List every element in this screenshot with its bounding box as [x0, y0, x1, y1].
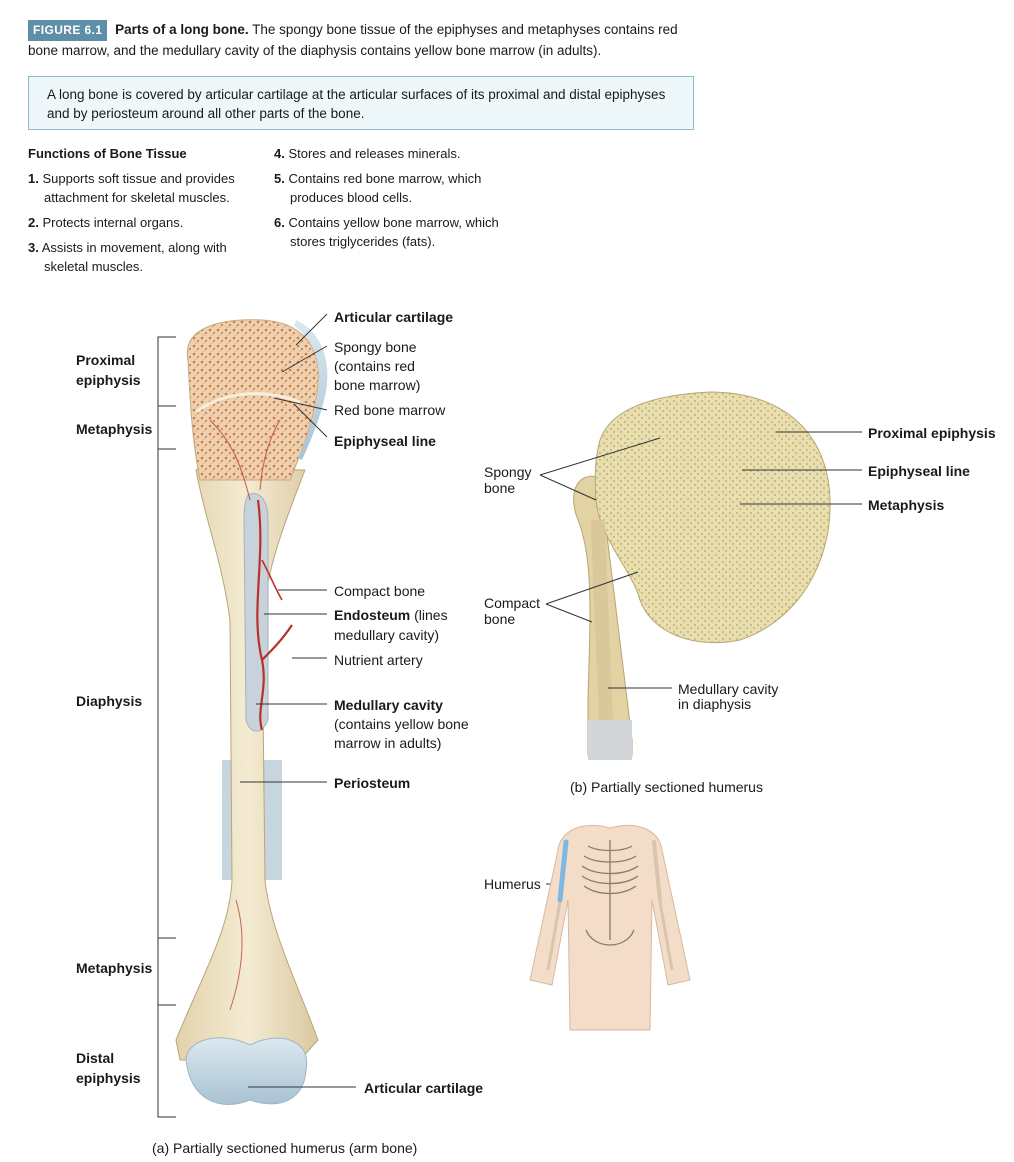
red-marrow-streak — [259, 419, 281, 491]
function-item: 5. Contains red bone marrow, which produ… — [274, 171, 482, 205]
functions-heading: Functions of Bone Tissue — [28, 146, 187, 161]
spongy-bone-head — [186, 319, 319, 481]
label-b-compact-bone: Compact bone — [484, 595, 544, 627]
label-red-bone-marrow: Red bone marrow — [334, 402, 446, 418]
humerus-head-b — [594, 391, 831, 644]
humerus-photo-drawing — [573, 391, 831, 760]
label-periosteum: Periosteum — [334, 775, 410, 791]
label-articular-cartilage-top: Articular cartilage — [334, 309, 453, 325]
label-distal-epiphysis: Distal epiphysis — [76, 1050, 141, 1086]
figure-caption-text: The spongy bone tissue of the epiphyses … — [28, 22, 678, 58]
label-epiphyseal-line: Epiphyseal line — [334, 433, 436, 449]
nutrient-artery-branch — [229, 899, 243, 1011]
label-metaphysis-top: Metaphysis — [76, 421, 152, 437]
figure-title: Parts of a long bone. — [115, 22, 249, 37]
forearm-bone — [546, 901, 562, 971]
humerus-sectioned-drawing — [175, 319, 328, 1105]
label-endosteum: Endosteum (lines medullary cavity) — [334, 607, 452, 643]
arm-bone — [652, 840, 662, 902]
humerus-highlight — [557, 839, 569, 903]
humerus-cut-end — [588, 720, 632, 760]
function-item: 3. Assists in movement, along with skele… — [28, 240, 227, 274]
label-nutrient-artery: Nutrient artery — [334, 652, 423, 668]
figure-caption: FIGURE 6.1 Parts of a long bone. The spo… — [28, 20, 708, 60]
forearm-bone — [658, 901, 674, 971]
skeleton-thumbnail — [529, 824, 691, 1031]
articular-cartilage-bottom-shape — [185, 1037, 308, 1105]
medullary-cavity-shape — [243, 493, 269, 732]
leader-lines-a — [240, 313, 356, 1088]
functions-column-right: 4. Stores and releases minerals. 5. Cont… — [274, 144, 524, 257]
epiphyseal-line-shape — [195, 392, 301, 414]
label-b-proximal-epiphysis: Proximal epiphysis — [868, 425, 996, 441]
label-compact-bone: Compact bone — [334, 583, 425, 599]
label-spongy-bone: Spongy bone (contains red bone marrow) — [334, 339, 420, 393]
red-marrow-streak — [209, 419, 251, 501]
rib-cage — [581, 840, 639, 946]
figure-tag: FIGURE 6.1 — [28, 20, 108, 41]
label-medullary-cavity: Medullary cavity (contains yellow bone m… — [334, 697, 473, 751]
panel-b-caption: (b) Partially sectioned humerus — [570, 779, 763, 795]
nutrient-artery-branch — [261, 624, 293, 661]
label-b-spongy-bone: Spongy bone — [484, 464, 535, 496]
function-item: 2. Protects internal organs. — [28, 215, 184, 230]
label-b-medullary-cavity: Medullary cavity in diaphysis — [678, 681, 782, 712]
functions-column-left: Functions of Bone Tissue 1. Supports sof… — [28, 144, 260, 282]
summary-callout: A long bone is covered by articular cart… — [28, 76, 694, 130]
articular-cartilage-top-shape — [294, 320, 328, 460]
label-diaphysis: Diaphysis — [76, 693, 142, 709]
label-proximal-epiphysis: Proximal epiphysis — [76, 352, 141, 388]
medullary-cavity-b — [591, 519, 613, 721]
function-item: 6. Contains yellow bone marrow, which st… — [274, 215, 499, 249]
region-bracket — [157, 336, 176, 1118]
function-item: 1. Supports soft tissue and provides att… — [28, 171, 235, 205]
panel-a-caption: (a) Partially sectioned humerus (arm bon… — [152, 1140, 417, 1156]
label-b-humerus: Humerus — [484, 876, 541, 892]
label-b-epiphyseal-line: Epiphyseal line — [868, 463, 970, 479]
label-metaphysis-bottom: Metaphysis — [76, 960, 152, 976]
bracket-line — [157, 336, 176, 1118]
nutrient-artery-branch — [261, 559, 283, 601]
function-item: 4. Stores and releases minerals. — [274, 146, 461, 161]
nutrient-artery-shape — [256, 499, 265, 731]
label-b-metaphysis: Metaphysis — [868, 497, 944, 513]
label-articular-cartilage-bottom: Articular cartilage — [364, 1080, 483, 1096]
